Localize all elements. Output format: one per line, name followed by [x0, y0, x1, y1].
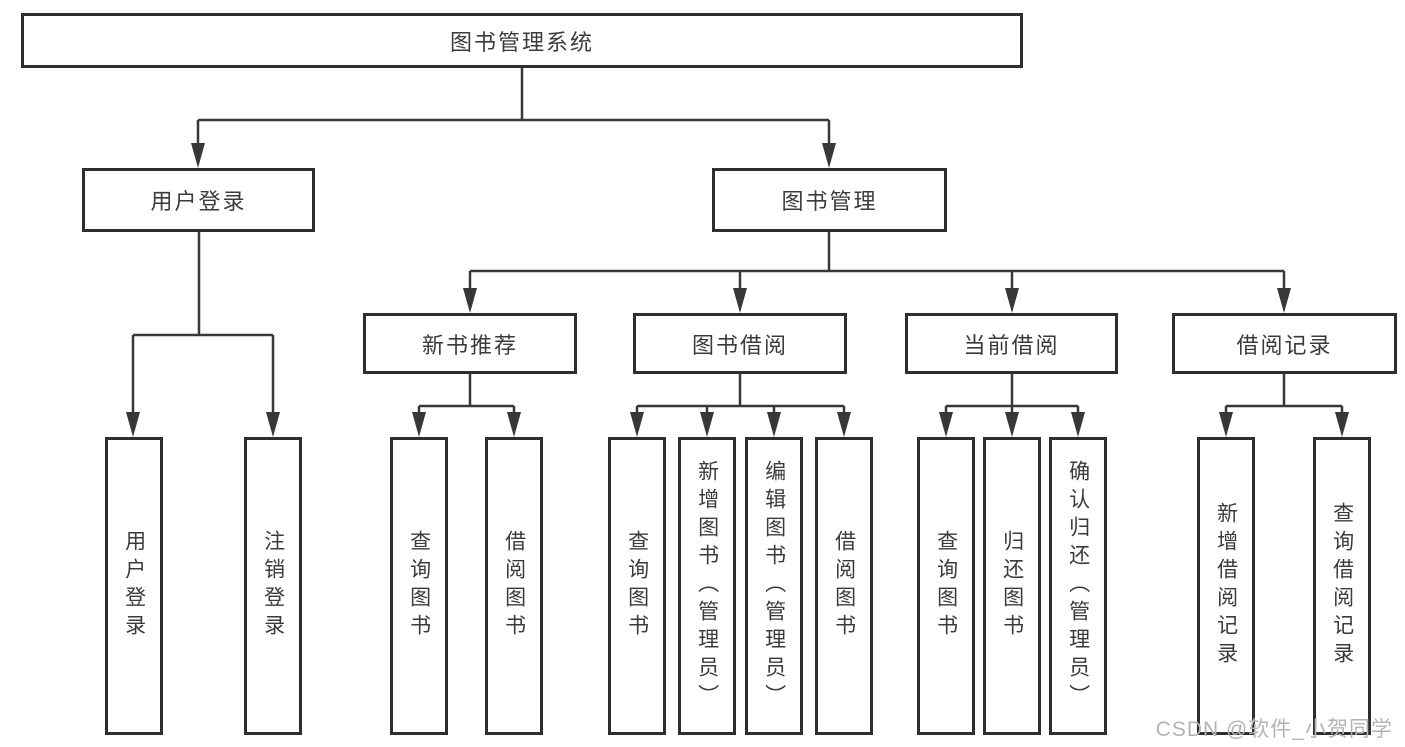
leaf-query-borrow-record: 查询借阅记录 — [1313, 437, 1371, 735]
leaf-user-login: 用户登录 — [105, 437, 163, 735]
leaf-return-books: 归还图书 — [983, 437, 1041, 735]
leaf-logout: 注销登录 — [244, 437, 302, 735]
csdn-watermark: CSDN @软件_小贺同学 — [1155, 718, 1393, 741]
node-borrow-records: 借阅记录 — [1172, 313, 1397, 374]
node-user-login: 用户登录 — [82, 168, 315, 232]
leaf-confirm-return-admin: 确认归还（管理员） — [1049, 437, 1107, 735]
leaf-edit-book-admin: 编辑图书（管理员） — [745, 437, 803, 735]
leaf-add-book-admin: 新增图书（管理员） — [678, 437, 736, 735]
leaf-query-books-recommend: 查询图书 — [390, 437, 448, 735]
node-book-borrow: 图书借阅 — [633, 313, 847, 374]
leaf-add-borrow-record: 新增借阅记录 — [1197, 437, 1255, 735]
leaf-borrow-books: 借阅图书 — [815, 437, 873, 735]
node-new-book-recommend: 新书推荐 — [363, 313, 577, 374]
leaf-query-books-current: 查询图书 — [917, 437, 975, 735]
node-current-borrow: 当前借阅 — [905, 313, 1118, 374]
leaf-borrow-books-recommend: 借阅图书 — [485, 437, 543, 735]
leaf-query-books-borrow: 查询图书 — [608, 437, 666, 735]
node-book-management: 图书管理 — [712, 168, 947, 232]
node-root-library-management-system: 图书管理系统 — [21, 13, 1023, 68]
